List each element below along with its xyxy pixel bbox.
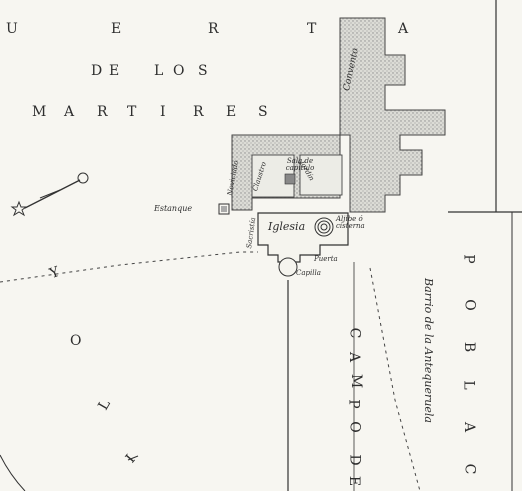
campo-letter-6: D: [346, 454, 363, 466]
aljibe-label: Aljibe ó cisterna: [336, 215, 365, 230]
martires-letter-3: R: [97, 104, 108, 120]
delos-letter-3: L: [154, 63, 164, 79]
poblac-letter-5: A: [461, 421, 478, 433]
estanque-label: Estanque: [154, 204, 193, 213]
poblac-letter-3: B: [461, 341, 478, 353]
stroke-mark: [127, 455, 139, 461]
barrio-label: Barrio de la Antequeruela: [422, 278, 435, 423]
dashed-path-east: [369, 267, 421, 491]
campo-letter-4: P: [345, 399, 362, 409]
capilla-circle: [278, 257, 298, 277]
huerta-letter-2: E: [111, 21, 122, 37]
huerta-letter-3: R: [208, 21, 219, 37]
campo-letter-2: A: [346, 351, 363, 363]
estanque-inner: [221, 206, 227, 212]
poblac-letter-6: C: [461, 463, 478, 475]
campo-letter-7: E: [346, 475, 363, 487]
huerta-letter-5: A: [398, 21, 409, 37]
huerta-letter-1: U: [6, 21, 18, 37]
delos-letter-4: O: [173, 63, 185, 79]
campo-letter-1: C: [346, 327, 363, 339]
yoli-letter-2: O: [70, 333, 82, 349]
delos-letter-1: D: [91, 63, 103, 79]
delos-letter-2: E: [109, 63, 120, 79]
sala-capitulo-mark: [284, 173, 296, 185]
campo-letter-5: O: [346, 421, 363, 433]
estanque-square: [218, 203, 230, 215]
compass-needle-icon: [24, 172, 89, 209]
aljibe-circle-icon: [314, 217, 334, 237]
dashed-path: [0, 251, 258, 283]
capilla-label: Capilla: [296, 269, 321, 277]
iglesia-label: Iglesia: [268, 220, 306, 233]
martires-letter-8: S: [258, 104, 268, 120]
poblac-letter-1: P: [460, 254, 477, 264]
campo-letter-3: M: [348, 373, 365, 389]
puerta-label: Puerta: [314, 255, 338, 263]
jardin-square: [299, 154, 343, 196]
martires-letter-1: M: [32, 104, 47, 120]
iglesia-building: [257, 212, 349, 263]
martires-letter-5: I: [160, 104, 166, 120]
star-icon: [10, 200, 28, 217]
martires-letter-6: R: [193, 104, 204, 120]
martires-letter-7: E: [226, 104, 237, 120]
poblac-letter-4: L: [460, 380, 477, 390]
delos-letter-5: S: [198, 63, 208, 79]
martires-letter-4: T: [127, 104, 137, 120]
martires-letter-2: A: [64, 104, 75, 120]
poblac-letter-2: O: [461, 299, 478, 311]
sala-capitulo-label: Sala de capítulo: [285, 157, 315, 172]
road-curve: [0, 454, 26, 491]
huerta-letter-4: T: [307, 21, 317, 37]
